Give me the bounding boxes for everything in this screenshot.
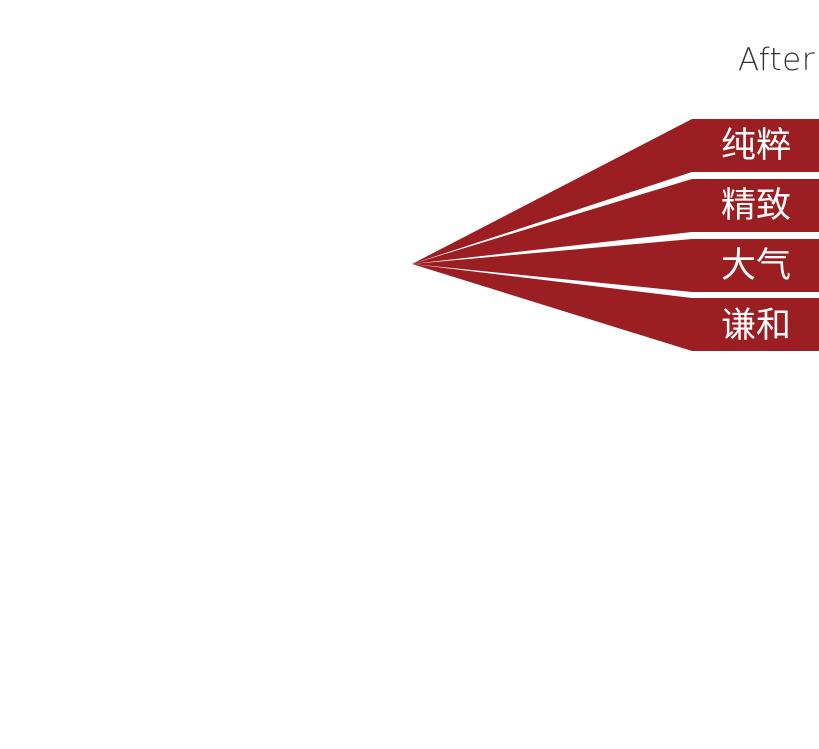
fan-label-2: 精致 bbox=[721, 186, 791, 226]
fan-item-4: 谦和 bbox=[412, 264, 819, 351]
fan-wedge-2 bbox=[412, 179, 819, 264]
fan-wedge-3 bbox=[412, 239, 819, 292]
heading: After bbox=[738, 42, 815, 78]
fan-item-2: 精致 bbox=[412, 179, 819, 264]
fan-label-1: 纯粹 bbox=[721, 126, 791, 166]
fan-item-1: 纯粹 bbox=[412, 119, 819, 264]
fan-wedge-1 bbox=[412, 119, 819, 264]
fan-wedge-4 bbox=[412, 264, 819, 351]
fan-label-3: 大气 bbox=[721, 246, 791, 286]
fan-item-3: 大气 bbox=[412, 239, 819, 292]
fan-label-4: 谦和 bbox=[721, 306, 791, 346]
